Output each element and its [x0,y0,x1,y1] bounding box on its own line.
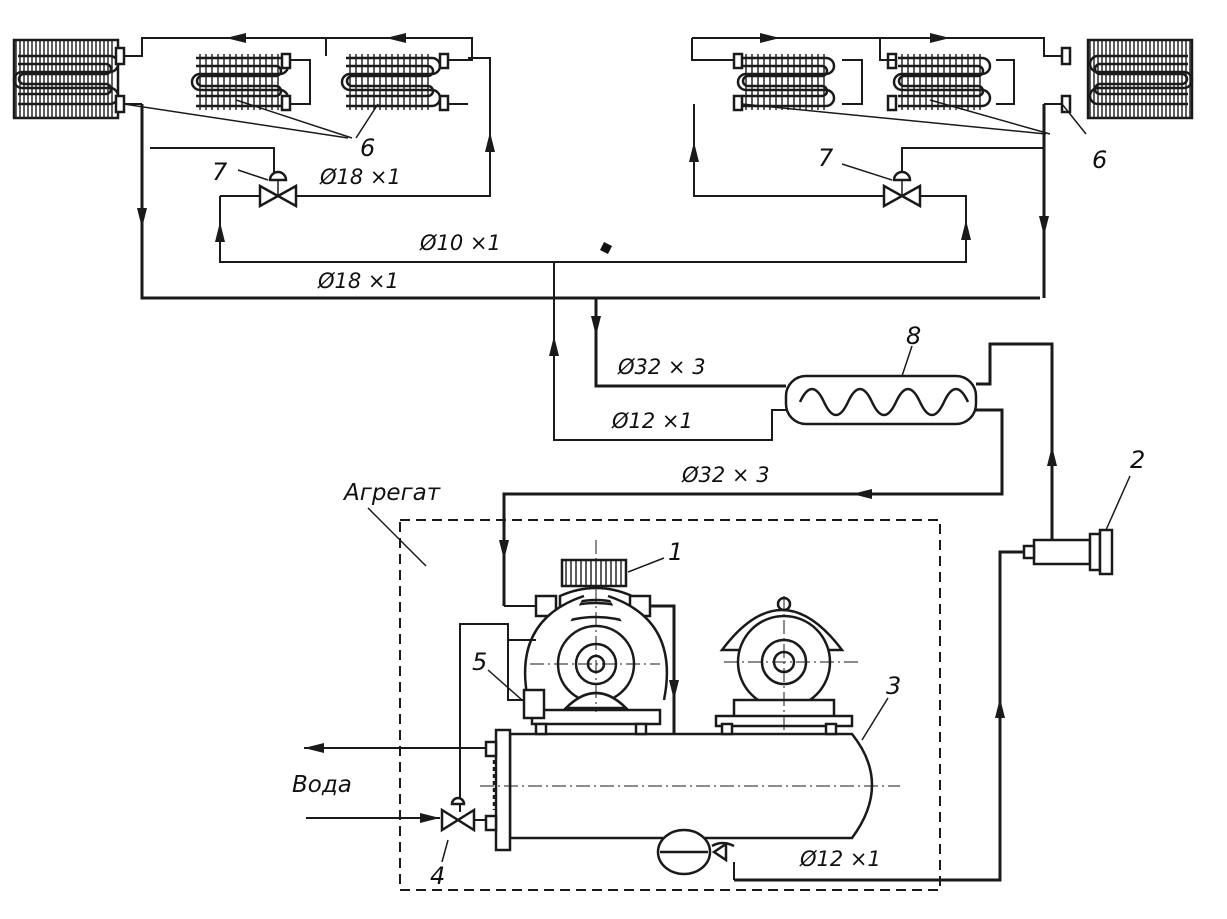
filter-dryer [734,475,1131,882]
evaporator-coil-right-1 [732,52,836,112]
label-compressor-1: 1 [668,538,683,566]
evaporator-coil-left-2 [190,52,292,112]
label-valve-4: 4 [430,862,445,890]
pressure-switch [459,623,546,812]
label-switch-5: 5 [472,648,487,676]
dim-suction-to-compressor: Ø32 × 3 [681,463,770,487]
receiver-bulb [656,828,735,880]
label-exchanger-8: 8 [906,322,921,350]
evaporator-coil-right-3 [1060,38,1194,120]
label-evaporators-6-left: 6 [360,134,375,162]
expansion-valve-left [258,170,298,209]
label-unit: Агрегат [342,480,441,506]
evaporator-group-right [689,33,1194,298]
dim-receiver-out: Ø12 ×1 [799,847,881,871]
evaporator-group-left [12,33,1040,300]
compressor [504,540,679,736]
dim-liquid-main: Ø10 ×1 [419,231,501,255]
label-water: Вода [292,772,352,798]
heat-exchanger [499,342,1057,606]
electric-motor [714,596,858,730]
dim-pipe-top: Ø18 ×1 [319,165,401,189]
condensing-unit [304,507,941,891]
label-evaporators-6-right: 6 [1092,146,1107,174]
dim-to-exchanger: Ø32 × 3 [617,355,706,379]
evaporator-coil-left-3 [340,52,450,112]
evaporator-coil-right-2 [886,52,992,112]
main-risers [549,242,786,441]
dim-suction-main: Ø18 ×1 [317,269,399,293]
expansion-valve-right [882,170,922,209]
label-filter-2: 2 [1130,446,1145,474]
dim-liquid-to-exchanger: Ø12 ×1 [611,409,693,433]
label-condenser-3: 3 [886,672,901,700]
unit-frame [399,519,941,891]
label-valve-7-right: 7 [818,144,834,172]
evaporator-coil-left-1 [12,38,126,120]
condenser [480,697,900,852]
water-valve [306,796,486,863]
label-valve-7-left: 7 [212,158,228,186]
